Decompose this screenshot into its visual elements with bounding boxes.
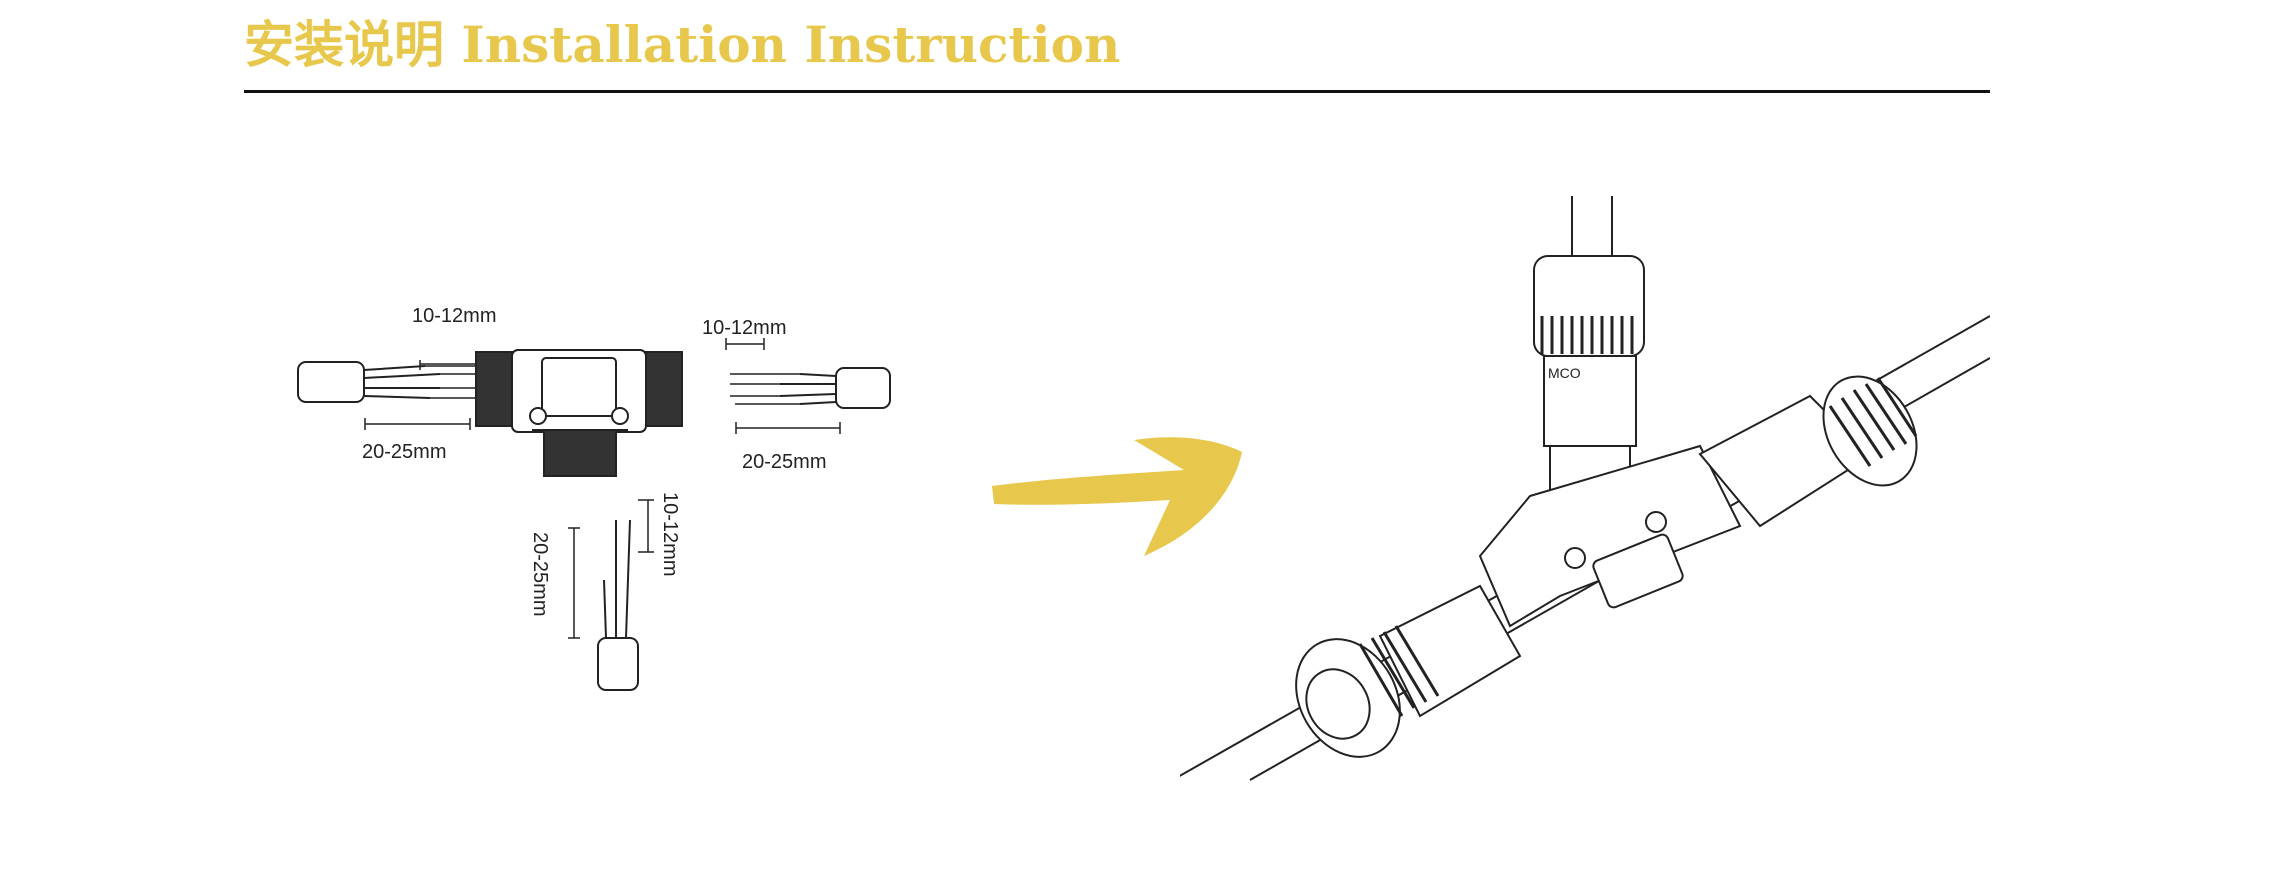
t-connector-icon bbox=[475, 349, 683, 477]
arrow-svg bbox=[992, 437, 1242, 556]
bottom-sheath-label: 20-25mm bbox=[529, 532, 551, 616]
wire-stripping-diagram: 10-12mm 20-25mm 10-12mm 20-25mm 10-12mm … bbox=[280, 280, 920, 720]
wire-stripping-svg: 10-12mm 20-25mm 10-12mm 20-25mm 10-12mm … bbox=[297, 305, 891, 691]
assembled-connector-diagram: MCO bbox=[1175, 196, 1991, 796]
assembled-t-connector-icon: MCO bbox=[1175, 196, 1991, 781]
right-sheath-label: 20-25mm bbox=[742, 451, 826, 473]
right-cable-icon bbox=[725, 338, 891, 434]
right-strip-label: 10-12mm bbox=[702, 317, 786, 339]
left-cable-icon bbox=[297, 360, 481, 430]
title-divider bbox=[244, 90, 1990, 93]
page-title: 安装说明 Installation Instruction bbox=[244, 15, 1121, 74]
mco-logo-text: MCO bbox=[1548, 365, 1581, 381]
yellow-arrow-icon bbox=[984, 420, 1248, 560]
left-strip-label: 10-12mm bbox=[412, 305, 496, 327]
bottom-strip-label: 10-12mm bbox=[659, 492, 681, 576]
bottom-cable-icon bbox=[568, 499, 654, 691]
left-sheath-label: 20-25mm bbox=[362, 441, 446, 463]
